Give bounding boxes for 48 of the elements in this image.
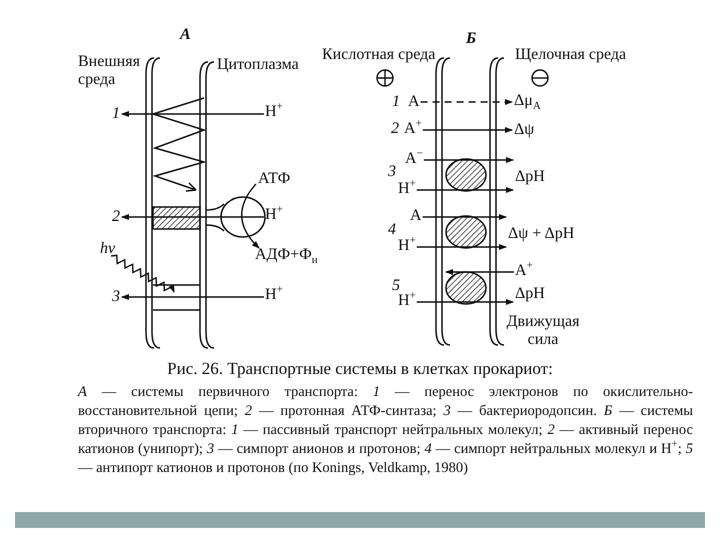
panel-letter: А bbox=[180, 26, 191, 44]
gradient-label: Δμ$_{A}$ bbox=[514, 92, 541, 110]
arrow bbox=[422, 214, 507, 220]
region-label: Кислотная среда bbox=[322, 46, 436, 64]
arrow bbox=[424, 157, 514, 163]
arrow bbox=[121, 111, 264, 117]
arrow bbox=[416, 299, 514, 305]
callout-number: 2 bbox=[112, 208, 120, 226]
ion-label: H$^{+}$ bbox=[398, 180, 416, 198]
callout-number: 1 bbox=[392, 93, 400, 111]
region-label: Щелочная среда bbox=[515, 46, 626, 64]
wavy-arrow bbox=[111, 254, 175, 293]
ion-label: A$^{+}$ bbox=[515, 262, 533, 280]
substance-label: A bbox=[408, 93, 420, 111]
ion-label: H$^{+}$ bbox=[265, 206, 283, 224]
gradient-label: ΔpH bbox=[515, 168, 545, 186]
ion-label: H$^{+}$ bbox=[398, 237, 416, 255]
arrow bbox=[416, 244, 507, 250]
callout-number: 2 bbox=[391, 120, 399, 138]
figure-caption: Рис. 26. Транспортные системы в клетках прокариот: bbox=[166, 360, 554, 378]
region-label: Внешняя среда bbox=[78, 53, 141, 89]
substance-label: АДФ+Ф$_{н}$ bbox=[255, 246, 318, 264]
caption-text: А — системы первичного транспорта: 1 — перенос электронов по окислительно-восстановительной цепи; 2 — протонная АТФ-синтаза; 3 — бактериородопсин. Б — системы вторичного транспорта: 1 — пассивный транспорт нейтральных молекул; 2 — активный перенос катионов (унипорт); 3 — симпорт анионов и протонов; 4 — симпорт нейтральных молекул и H$^{+}$; 5 — антипорт катионов и протонов (по Konings, Veldkamp, 1980) bbox=[78, 383, 693, 478]
callout-number: 3 bbox=[388, 163, 396, 181]
arrow bbox=[241, 184, 260, 249]
ion-label: H$^{+}$ bbox=[265, 103, 283, 121]
ion-label: A$^{+}$ bbox=[404, 120, 422, 138]
region-label: Цитоплазма bbox=[217, 56, 299, 74]
ion-label: H$^{+}$ bbox=[398, 292, 416, 310]
arrow bbox=[121, 294, 264, 300]
callout-number: 1 bbox=[112, 105, 120, 123]
ion-label: H$^{+}$ bbox=[265, 286, 283, 304]
substance-label: АТФ bbox=[258, 170, 290, 188]
callout-number: 4 bbox=[388, 221, 396, 239]
region-label: Движущая сила bbox=[506, 313, 580, 349]
gradient-label: Δψ bbox=[514, 121, 534, 139]
arrow bbox=[420, 99, 513, 105]
substance-label: A bbox=[410, 207, 422, 225]
panel-letter: Б bbox=[466, 30, 476, 48]
gradient-label: ΔpH bbox=[515, 285, 545, 303]
arrow bbox=[445, 269, 514, 275]
gradient-label: Δψ + ΔpH bbox=[508, 225, 574, 243]
callout-number: 5 bbox=[392, 277, 400, 294]
ion-label: A$^{−}$ bbox=[405, 150, 423, 168]
light-symbol-label: hν bbox=[100, 240, 116, 258]
arrow bbox=[416, 187, 514, 193]
callout-number: 3 bbox=[112, 288, 120, 306]
arrow bbox=[422, 127, 513, 133]
